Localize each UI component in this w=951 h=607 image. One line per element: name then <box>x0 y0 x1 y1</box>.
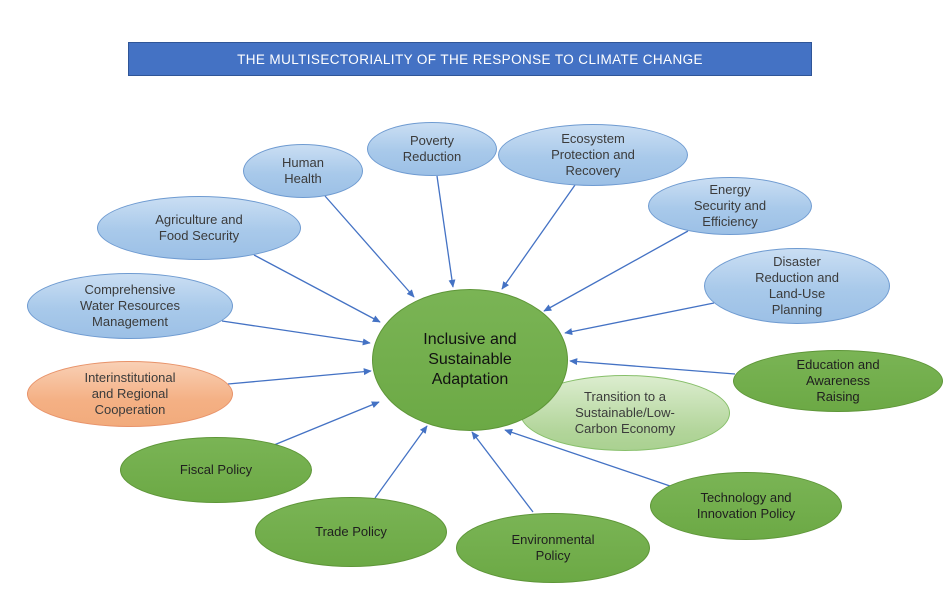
arrow-ecosystem-to-center <box>501 184 576 290</box>
arrow-technology-to-center <box>504 428 671 487</box>
node-comprehensive-water-resources-management: Comprehensive Water Resources Management <box>27 273 233 339</box>
node-energy-security-efficiency: Energy Security and Efficiency <box>648 177 812 235</box>
arrow-education-to-center <box>569 358 736 375</box>
arrow-disaster-to-center <box>564 302 715 336</box>
arrow-trade-to-center <box>374 425 428 499</box>
title-text: THE MULTISECTORIALITY OF THE RESPONSE TO… <box>237 51 703 67</box>
arrow-interinstitutional-to-center <box>227 368 372 385</box>
node-human-health: Human Health <box>243 144 363 198</box>
arrow-fiscal-to-center <box>273 401 380 446</box>
arrow-energy-to-center <box>543 230 689 312</box>
title-banner: THE MULTISECTORIALITY OF THE RESPONSE TO… <box>128 42 812 76</box>
node-ecosystem-protection-recovery: Ecosystem Protection and Recovery <box>498 124 688 186</box>
node-poverty-reduction: Poverty Reduction <box>367 122 497 176</box>
node-inclusive-sustainable-adaptation: Inclusive and Sustainable Adaptation <box>372 289 568 431</box>
node-transition-low-carbon-economy: Transition to a Sustainable/Low-Carbon E… <box>520 375 730 451</box>
arrow-environmental-to-center <box>471 431 534 513</box>
node-trade-policy: Trade Policy <box>255 497 447 567</box>
node-education-awareness-raising: Education and Awareness Raising <box>733 350 943 412</box>
node-agriculture-food-security: Agriculture and Food Security <box>97 196 301 260</box>
node-interinstitutional-regional-cooperation: Interinstitutional and Regional Cooperat… <box>27 361 233 427</box>
arrow-poverty-reduction-to-center <box>436 175 456 288</box>
arrow-agriculture-to-center <box>253 254 381 323</box>
arrow-water-to-center <box>221 320 371 346</box>
node-technology-innovation-policy: Technology and Innovation Policy <box>650 472 842 540</box>
arrow-human-health-to-center <box>324 195 415 298</box>
node-disaster-reduction-landuse-planning: Disaster Reduction and Land-Use Planning <box>704 248 890 324</box>
node-environmental-policy: Environmental Policy <box>456 513 650 583</box>
node-fiscal-policy: Fiscal Policy <box>120 437 312 503</box>
